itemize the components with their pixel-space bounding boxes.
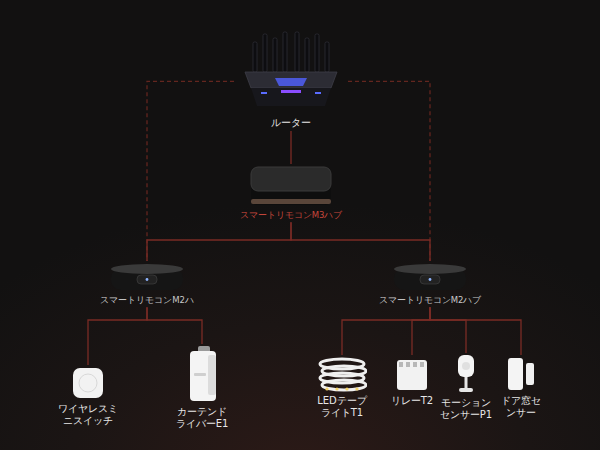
connector [88, 307, 147, 365]
connector [430, 307, 466, 353]
node-label: カーテンド ライバーE1 [171, 406, 233, 430]
node-label: スマートリモコンM3ハブ [234, 210, 348, 220]
device-node: カーテンド ライバーE1 [171, 345, 233, 430]
router-top [245, 72, 337, 88]
router-light [261, 92, 267, 94]
m2-icon [390, 262, 470, 292]
connector [147, 222, 291, 261]
node-label: ワイヤレスミ ニスイッチ [54, 403, 122, 427]
door-magnet [526, 363, 534, 385]
relay-terminal [420, 362, 424, 367]
relay-body [397, 360, 427, 390]
relay-icon [394, 356, 430, 392]
curtain-icon [182, 345, 222, 403]
node-label: ルーター [234, 117, 348, 129]
hub-top [111, 264, 183, 274]
antenna [263, 34, 267, 72]
led-dot [325, 387, 328, 390]
hub-node: スマートリモコンM2ハ [95, 262, 199, 305]
relay-terminal [399, 362, 403, 367]
antenna [315, 34, 319, 72]
hub-node: スマートリモコンM3ハブ [234, 165, 348, 220]
sensor-head [458, 355, 474, 377]
m2-icon [107, 262, 187, 292]
connector [342, 307, 430, 355]
connector [147, 81, 234, 261]
connector [430, 307, 521, 355]
router-light [275, 78, 307, 86]
m3-icon [248, 165, 334, 207]
node-label: リレーT2 [386, 395, 438, 407]
antenna [273, 38, 277, 72]
hub-light [429, 278, 432, 281]
sensor-base [459, 388, 473, 392]
node-label: ドア窓セ ンサー [496, 395, 546, 419]
router-icon [241, 28, 341, 114]
router-body [251, 88, 331, 106]
led-icon [317, 356, 367, 392]
led-dot [345, 387, 348, 390]
switch-body [73, 368, 103, 398]
hub-light [146, 278, 149, 281]
antenna [295, 32, 299, 72]
node-label: スマートリモコンM2ハ [95, 295, 199, 305]
hub-top [394, 264, 466, 274]
router-node: ルーター [234, 28, 348, 129]
led-dot [355, 387, 358, 390]
switch-icon [71, 366, 105, 400]
sensor-lens [462, 362, 470, 370]
relay-terminal [406, 362, 410, 367]
led-dot [335, 387, 338, 390]
device-node: ワイヤレスミ ニスイッチ [54, 366, 122, 427]
led-coil [322, 380, 366, 390]
node-label: スマートリモコンM2ハブ [377, 295, 484, 305]
device-node: ドア窓セ ンサー [496, 356, 546, 419]
curtain-detail [194, 373, 206, 376]
router-light [281, 90, 301, 93]
switch-button [79, 374, 97, 392]
motion-icon [455, 354, 477, 394]
connector [348, 81, 430, 261]
hub-panel [420, 275, 440, 284]
hub-panel [137, 275, 157, 284]
hub-node: スマートリモコンM2ハブ [377, 262, 484, 305]
device-node: リレーT2 [386, 356, 438, 407]
hub-stripe [251, 199, 331, 204]
sensor-stand [465, 377, 468, 388]
door-sensor [508, 358, 523, 390]
curtain-side [208, 355, 216, 395]
connector [290, 131, 291, 164]
antenna [305, 38, 309, 72]
node-label: LEDテープ ライトT1 [312, 395, 372, 419]
hub-top [251, 167, 331, 191]
connector [412, 307, 430, 355]
node-label: モーション センサーP1 [438, 397, 494, 421]
antenna [253, 42, 257, 72]
router-light [315, 92, 321, 94]
curtain-body [190, 351, 216, 401]
device-node: LEDテープ ライトT1 [312, 356, 372, 419]
relay-terminal [413, 362, 417, 367]
antenna [283, 32, 287, 72]
connector [291, 222, 430, 261]
door-icon [506, 356, 536, 392]
device-node: モーション センサーP1 [438, 354, 494, 421]
connector [147, 307, 202, 344]
antenna [325, 42, 329, 72]
